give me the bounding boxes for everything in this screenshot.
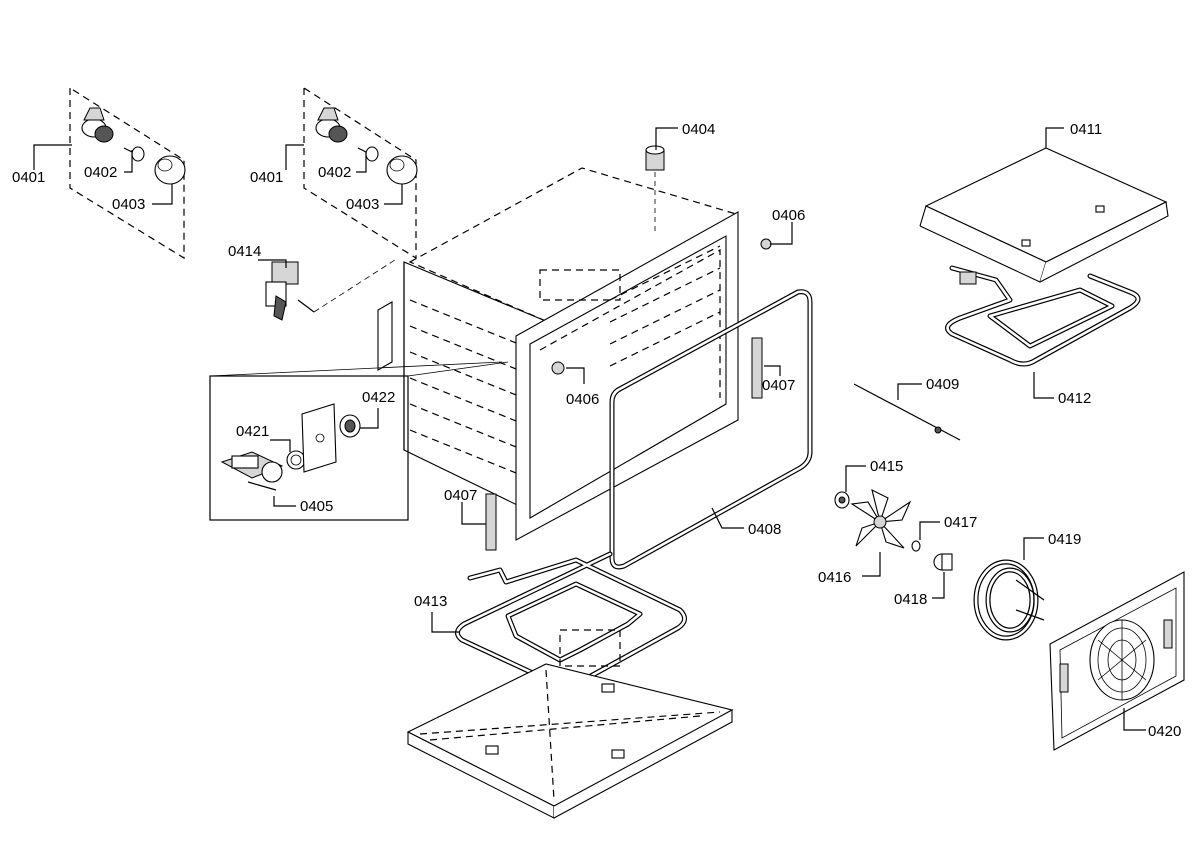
part-0419-convection-element <box>973 537 1045 641</box>
part-0420-rear-panel <box>1049 571 1185 751</box>
label-0403-left: 0403 <box>112 196 145 213</box>
lamp-socket-center <box>315 107 348 143</box>
part-0417-nut <box>911 521 940 552</box>
label-0402-center: 0402 <box>318 164 351 181</box>
part-plate <box>301 403 337 473</box>
label-0406-lower: 0406 <box>566 391 599 408</box>
part-0406-upper <box>760 222 793 250</box>
lamp-assembly-center-outline <box>303 86 417 260</box>
lamp-bulb-left <box>123 146 145 162</box>
cavity-opening <box>529 235 727 519</box>
label-0419: 0419 <box>1048 531 1081 548</box>
part-0416-fan-blade <box>850 488 912 577</box>
label-0416: 0416 <box>818 569 851 586</box>
label-0422: 0422 <box>362 389 395 406</box>
label-0407-lower: 0407 <box>444 487 477 504</box>
part-0407-hinge-upper <box>751 337 781 399</box>
part-0407-hinge-lower <box>461 493 497 551</box>
label-0412: 0412 <box>1058 390 1091 407</box>
label-0415: 0415 <box>870 458 903 475</box>
part-0405-switch <box>220 451 284 491</box>
label-0405: 0405 <box>300 498 333 515</box>
label-0411: 0411 <box>1070 121 1102 138</box>
part-0411-top-panel <box>919 127 1169 283</box>
label-0417: 0417 <box>944 514 977 531</box>
cavity-inner-racks <box>609 245 721 367</box>
label-0403-center: 0403 <box>346 196 379 213</box>
label-0421: 0421 <box>236 423 269 440</box>
part-0408-door-gasket <box>609 289 813 570</box>
label-0418: 0418 <box>894 591 927 608</box>
label-0404: 0404 <box>682 121 715 138</box>
label-0402-left: 0402 <box>84 164 117 181</box>
part-0404-fitting <box>645 127 678 232</box>
part-0418-cap <box>932 553 953 599</box>
lamp-socket-left <box>81 107 114 143</box>
label-0407-upper: 0407 <box>762 377 795 394</box>
part-0415-washer <box>834 465 866 509</box>
part-0422-nut <box>339 414 361 438</box>
lamp-lens-center <box>386 155 418 185</box>
label-0413: 0413 <box>414 593 447 610</box>
part-0413-bake-element <box>431 551 687 689</box>
label-0414: 0414 <box>228 243 261 260</box>
cavity-bottom-panel <box>406 629 734 819</box>
lamp-assembly-left <box>33 86 186 260</box>
lamp-bulb-center <box>357 146 379 162</box>
label-0408: 0408 <box>748 521 781 538</box>
label-0401-center: 0401 <box>250 169 283 186</box>
part-0409-sensor <box>853 383 961 441</box>
label-0401-left: 0401 <box>12 169 45 186</box>
part-0412-broil-element <box>945 265 1141 399</box>
part-0406-lower <box>551 361 585 384</box>
part-0421-ring <box>286 450 306 470</box>
part-0414-switch <box>258 257 399 321</box>
label-0420: 0420 <box>1148 723 1181 740</box>
label-0406-upper: 0406 <box>772 207 805 224</box>
lamp-assembly-center <box>285 86 418 260</box>
lamp-assembly-left-outline <box>69 86 185 260</box>
detail-inset <box>209 361 509 521</box>
oven-cavity <box>377 167 739 541</box>
label-0409: 0409 <box>926 376 959 393</box>
lamp-lens-left <box>154 155 186 185</box>
detail-inset-frame <box>209 375 409 521</box>
